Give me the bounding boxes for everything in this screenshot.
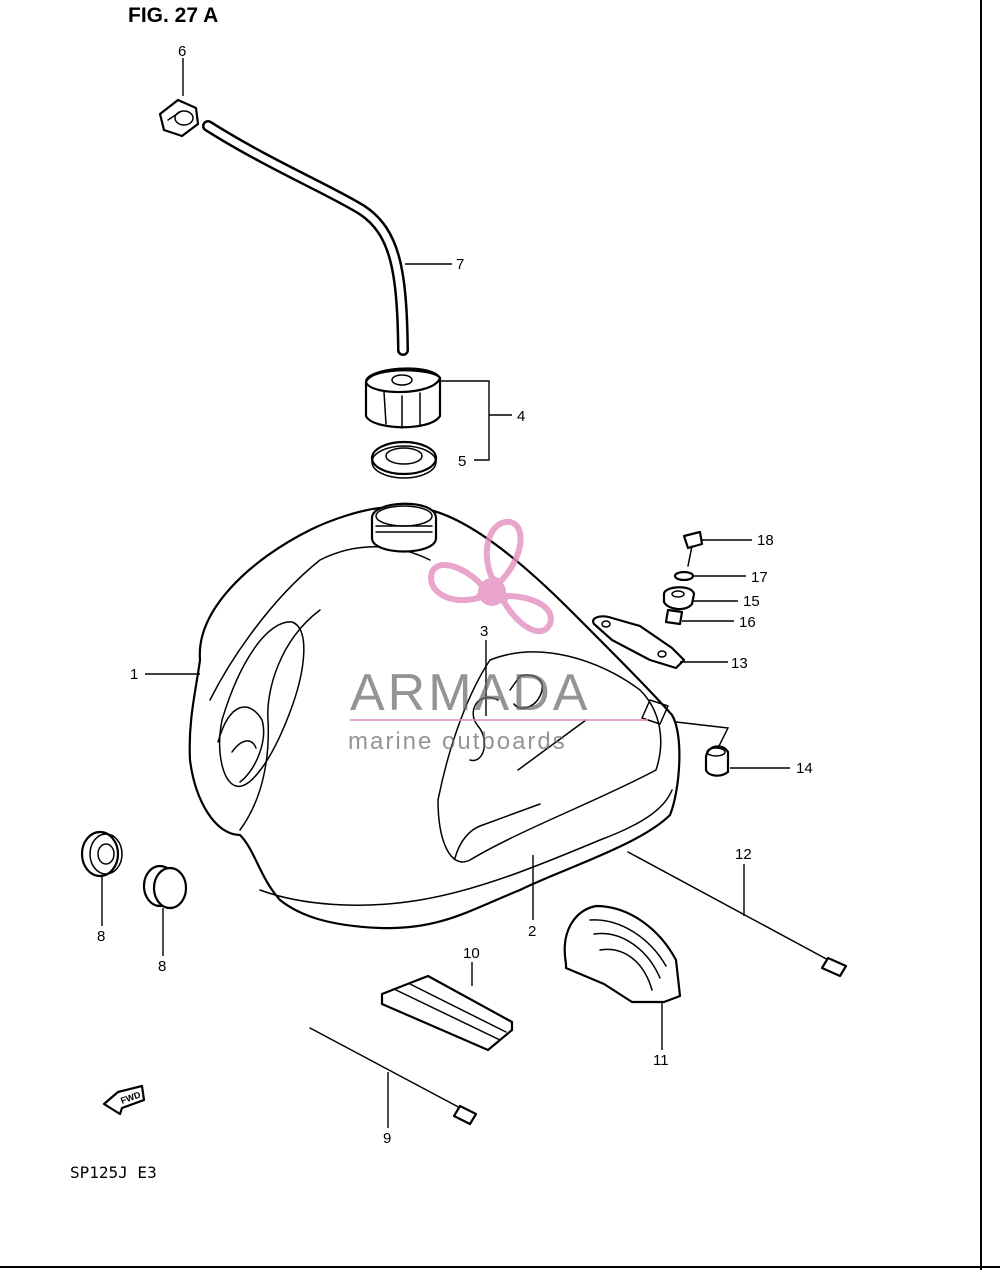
part-6-hose-clip [158,98,200,138]
figure-title: FIG. 27 A [128,4,219,27]
part-5-cap-gasket [370,440,438,479]
border-right [980,0,982,1270]
part-7-breather-hose [202,120,409,356]
model-code: SP125J E3 [70,1163,157,1182]
callout-9: 9 [383,1130,391,1147]
part-8-grommet-a [80,830,123,878]
part-10-cushion-pad [380,974,514,1052]
callout-16: 16 [739,614,756,631]
callout-8a: 8 [97,928,105,945]
callout-8b: 8 [158,958,166,975]
watermark: ARMADA marine outboards [348,518,648,755]
fwd-arrow-icon: FWD [102,1084,146,1116]
propeller-logo-icon [428,518,554,635]
callout-12: 12 [735,846,752,863]
part-13-bracket [592,615,686,670]
part-18-bolt [682,530,704,567]
callout-11: 11 [653,1052,669,1069]
callout-17: 17 [751,569,768,586]
callout-14: 14 [796,760,813,777]
callout-3: 3 [480,623,488,640]
callout-6: 6 [178,43,186,60]
part-17-washer [673,570,695,582]
part-9-cable-tie [309,1027,478,1126]
callout-5: 5 [458,453,466,470]
leader-lines [101,58,790,1128]
callout-2: 2 [528,923,536,940]
callout-15: 15 [743,593,760,610]
part-16-collar [664,608,684,626]
part-11-rear-cushion [563,904,682,1004]
part-8-grommet-b [142,864,188,910]
callout-4: 4 [517,408,525,425]
callout-18: 18 [757,532,774,549]
part-1-fuel-tank [188,502,681,930]
callout-7: 7 [456,256,464,273]
callout-1: 1 [130,666,138,683]
part-12-cable-tie [627,851,848,978]
watermark-tagline: marine outboards [348,728,567,755]
part-14-cushion [704,745,730,777]
border-bottom [0,1266,1000,1268]
callout-13: 13 [731,655,748,672]
callout-numbers: 6 7 4 5 1 3 2 8 8 9 10 11 12 13 14 15 16… [97,43,813,1147]
watermark-brand: ARMADA [350,664,590,722]
part-4-fuel-cap [364,367,442,429]
part-15-cushion [662,586,696,611]
callout-10: 10 [463,945,480,962]
